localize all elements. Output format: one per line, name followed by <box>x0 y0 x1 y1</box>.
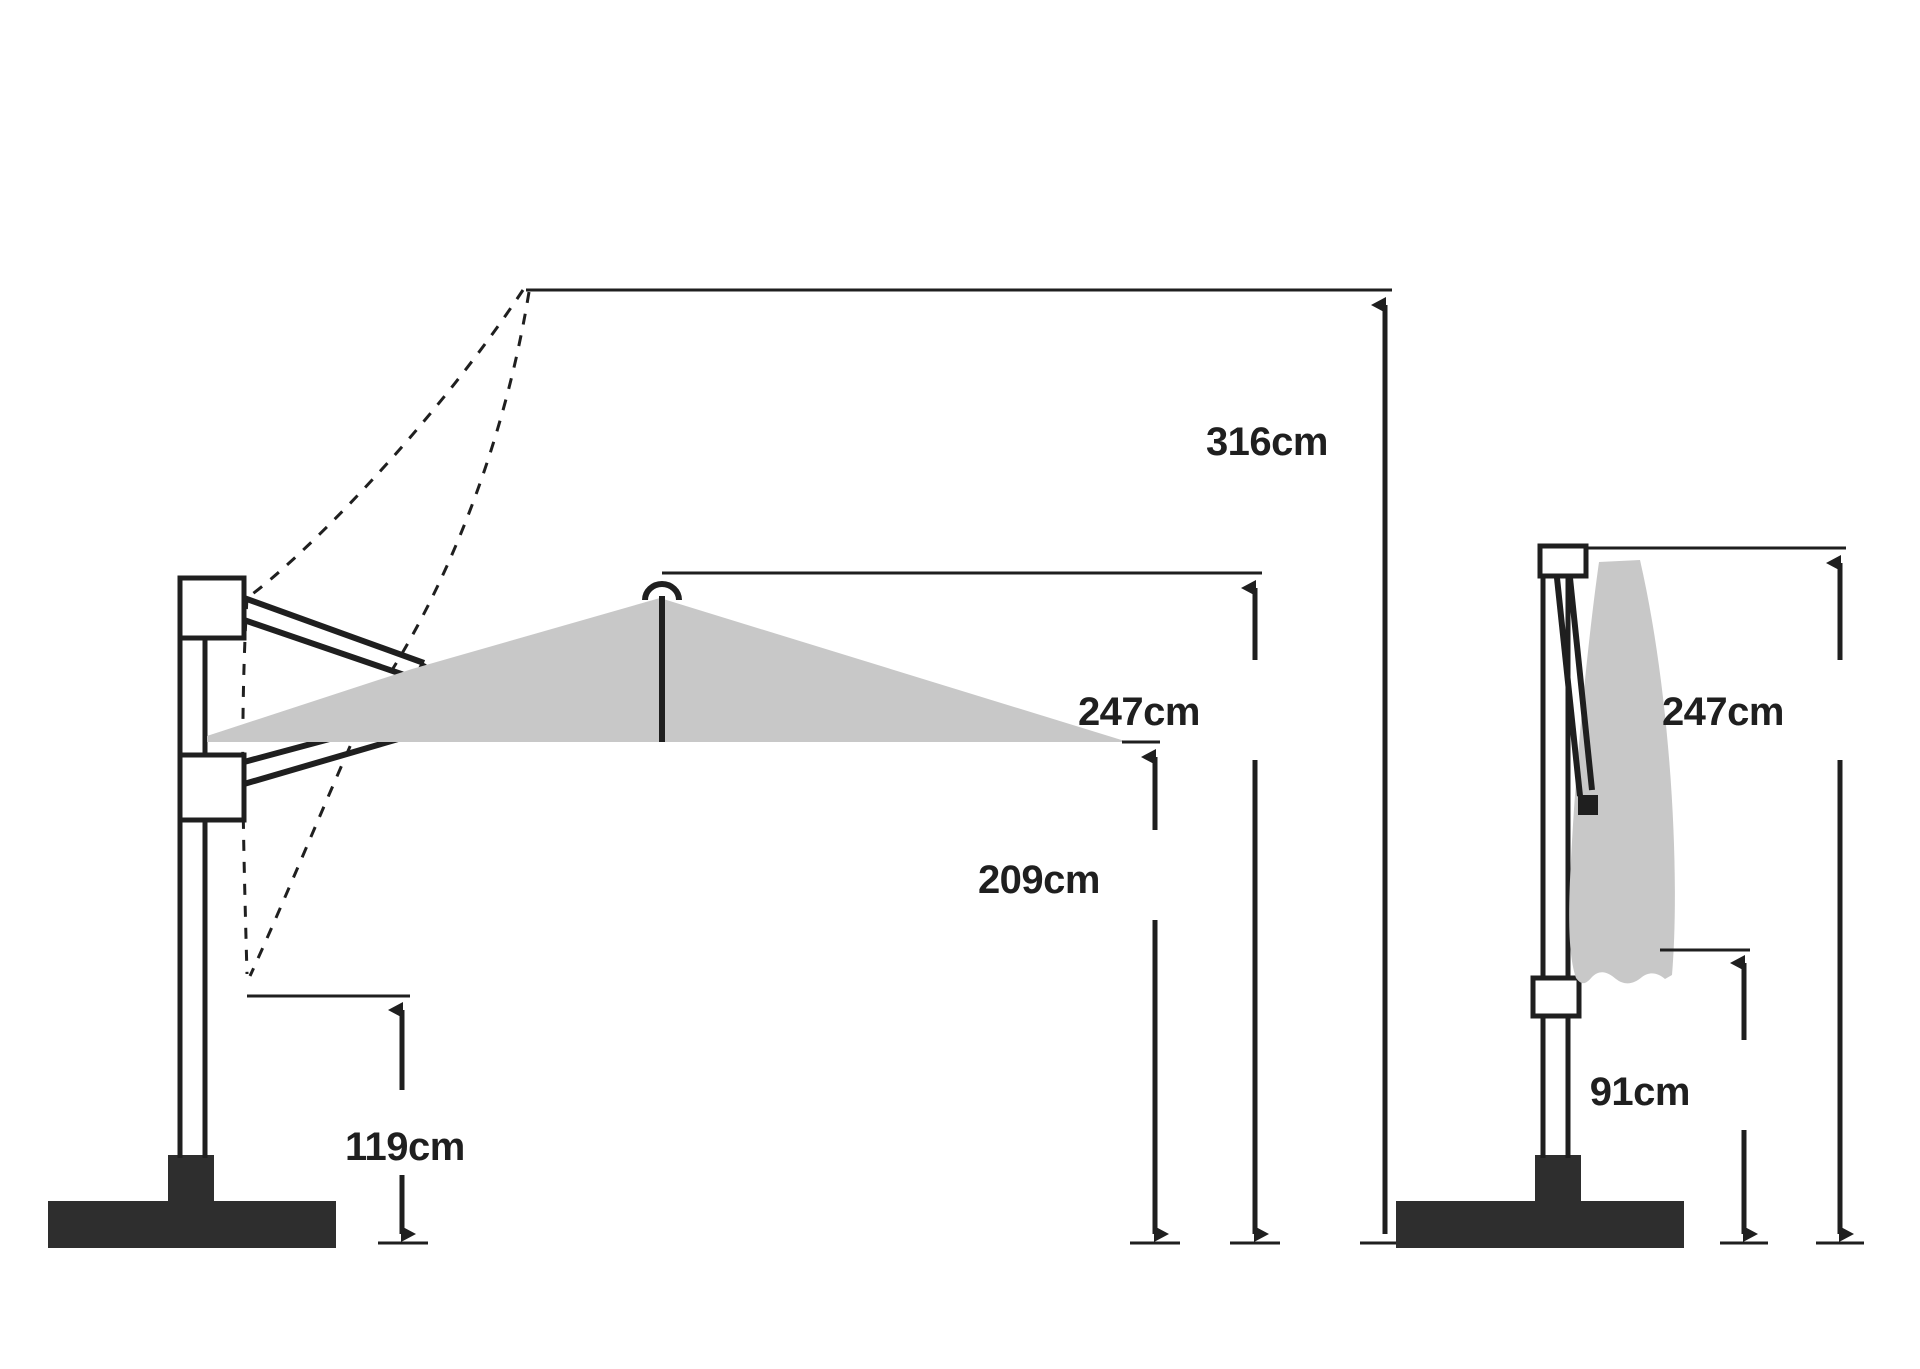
upper-arm-bottom-rail <box>243 617 417 682</box>
base-slab-closed <box>1396 1201 1684 1248</box>
dimension-label-119cm: 119cm <box>345 1125 465 1169</box>
dimension-label-316cm: 316cm <box>1206 420 1328 464</box>
lower-joint-box-open <box>177 752 247 823</box>
canopy-closed <box>1569 560 1675 984</box>
closed-parasol-side-view: 247cm 91cm <box>1396 543 1864 1248</box>
dimension-label-247cm-open: 247cm <box>1078 690 1200 734</box>
dimension-label-247cm-closed: 247cm <box>1662 690 1784 734</box>
canopy-finial-icon <box>642 581 682 601</box>
extension-lines-closed <box>1586 546 1864 1245</box>
lower-joint-box-closed <box>1530 975 1582 1019</box>
mast-open <box>177 600 208 1158</box>
parasol-base-closed <box>1396 1155 1684 1248</box>
rib-stop-block-closed <box>1578 795 1598 815</box>
swing-arc-outer <box>246 289 525 600</box>
folded-rib-left <box>1554 577 1583 797</box>
top-joint-box-closed <box>1537 543 1589 579</box>
canopy-open <box>207 598 1128 742</box>
parasol-base-open <box>48 1155 336 1248</box>
folded-rib-right <box>1567 577 1595 791</box>
dimension-arrows-open <box>388 297 1388 1242</box>
base-slab-open <box>48 1201 336 1248</box>
dimension-label-209cm: 209cm <box>978 858 1100 902</box>
upper-joint-box-open <box>177 575 247 641</box>
upper-arm-top-rail <box>242 595 426 666</box>
dimension-arrows-closed <box>1730 555 1854 1242</box>
folded-rib-arm-closed <box>1554 577 1595 797</box>
dimension-label-91cm: 91cm <box>1590 1070 1690 1114</box>
upper-cantilever-arm <box>242 595 427 682</box>
extension-lines-open <box>247 288 1410 1245</box>
base-riser-closed <box>1535 1155 1581 1205</box>
base-riser-open <box>168 1155 214 1205</box>
swing-arc-inner <box>366 291 531 707</box>
open-parasol-side-view: 316cm 247cm 209cm 119cm <box>48 288 1410 1248</box>
canopy-open-left-wing <box>207 598 660 742</box>
